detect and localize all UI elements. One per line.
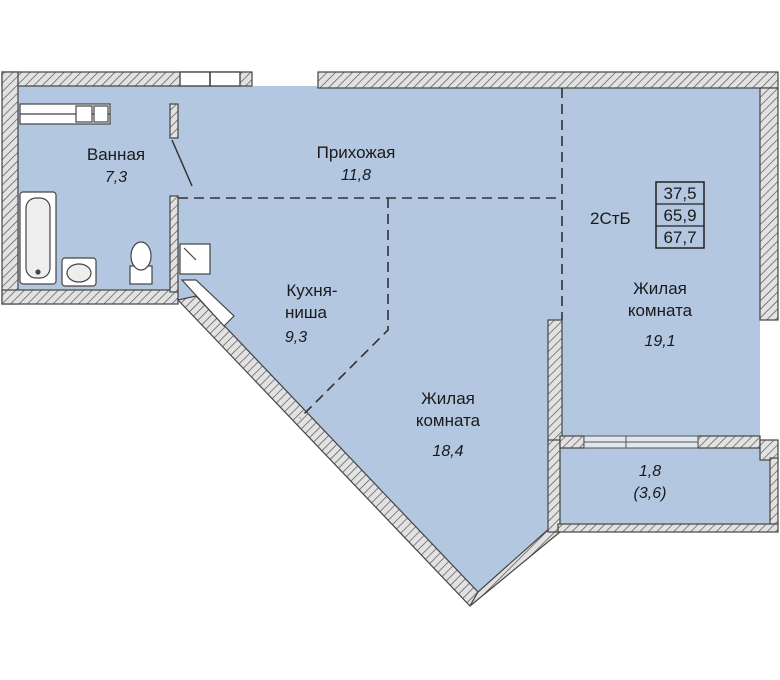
area-living: 37,5 — [663, 184, 696, 203]
doors — [171, 71, 241, 187]
wall-balcony-top-right — [697, 435, 761, 449]
living-right-area: 19,1 — [644, 333, 675, 350]
wall-left — [1, 71, 19, 305]
bathroom-door-leaf — [171, 139, 193, 187]
wall-balcony-left — [547, 439, 561, 533]
balcony-area: 1,8 — [639, 463, 661, 480]
walls — [1, 71, 779, 607]
wall-right-upper — [759, 87, 779, 321]
wall-bathroom-partition-lower — [169, 195, 179, 293]
zone-dividers — [178, 88, 563, 419]
wall-balcony-top-left — [559, 435, 585, 449]
area-total: 65,9 — [663, 206, 696, 225]
living-left-area: 18,4 — [432, 443, 463, 460]
toilet — [130, 241, 152, 271]
living-right-name-line2: комната — [628, 301, 693, 320]
kitchen-counter — [180, 279, 235, 327]
wall-right-lower — [759, 439, 779, 461]
living-right-label: Жилая комната 19,1 — [628, 279, 693, 350]
living-left-name-line2: комната — [416, 411, 481, 430]
bathroom-label: Ванная 7,3 — [87, 145, 145, 186]
wall-bathroom-bottom — [1, 289, 179, 305]
wall-top-right — [317, 71, 779, 89]
balcony-outer-wall — [769, 457, 779, 525]
balcony-bottom-rail — [557, 523, 779, 533]
living-right-name-line1: Жилая — [633, 279, 687, 298]
apartment-info: 2СтБ 37,5 65,9 67,7 — [590, 181, 705, 249]
living-left-name-line1: Жилая — [421, 389, 475, 408]
bathroom-fixtures — [19, 103, 153, 287]
bathroom-name: Ванная — [87, 145, 145, 164]
balcony-floor — [558, 448, 770, 530]
kitchen-area: 9,3 — [285, 329, 307, 346]
living-left-label: Жилая комната 18,4 — [416, 389, 481, 460]
hallway-area: 11,8 — [341, 167, 371, 184]
hallway-label: Прихожая 11,8 — [317, 143, 396, 184]
main-floor — [178, 86, 760, 600]
hallway-name: Прихожая — [317, 143, 396, 162]
apartment-type: 2СтБ — [590, 209, 631, 228]
area-total-balcony: 67,7 — [663, 228, 696, 247]
kitchen-name-line1: Кухня- — [286, 281, 337, 300]
kitchen-fixtures — [179, 243, 235, 327]
wall-bathroom-partition-upper — [169, 103, 179, 139]
kitchen-label: Кухня- ниша 9,3 — [285, 281, 338, 346]
balcony-label: 1,8 (3,6) — [634, 463, 667, 502]
wall-living-divider — [547, 319, 563, 445]
area-box — [655, 181, 705, 249]
kitchen-name-line2: ниша — [285, 303, 328, 322]
balcony-window — [583, 435, 699, 449]
balcony-area-coef: (3,6) — [634, 485, 667, 502]
bathroom-area: 7,3 — [105, 169, 127, 186]
